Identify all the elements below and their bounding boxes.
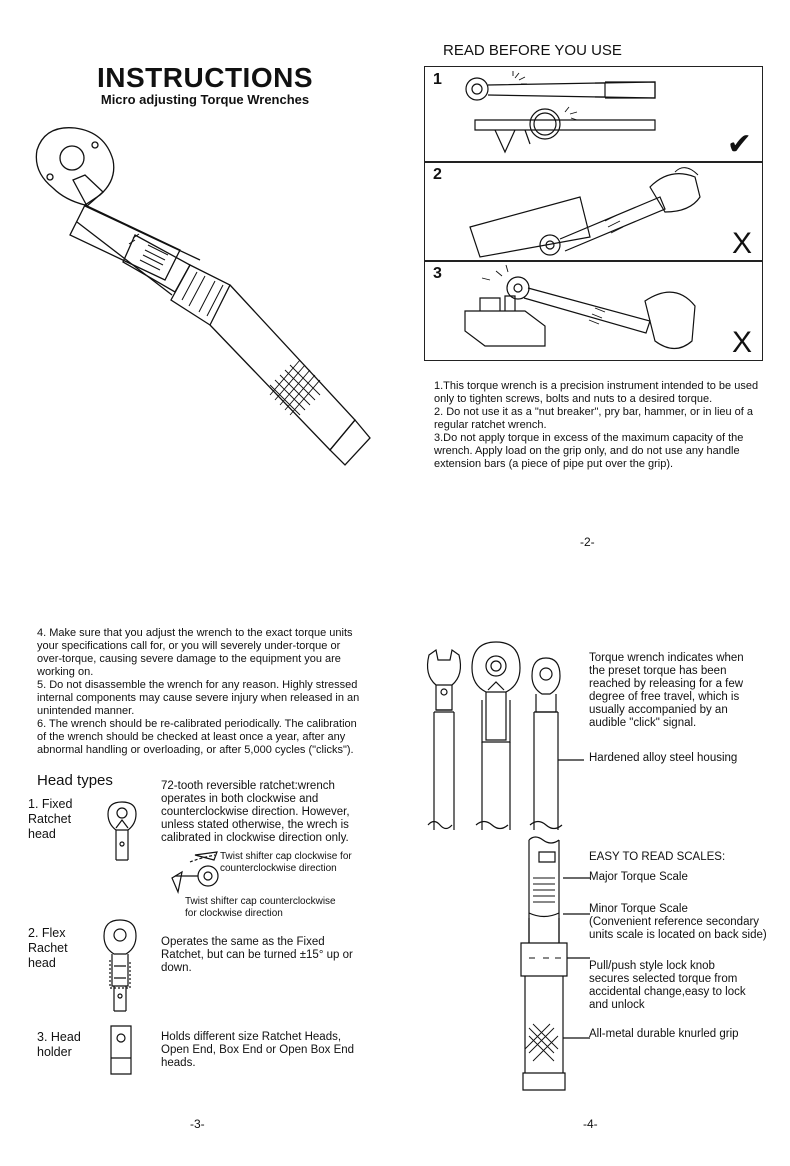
easy-scales-heading: EASY TO READ SCALES:	[589, 851, 726, 863]
head-holder-icon	[108, 1024, 134, 1076]
head-type-description: 72-tooth reversible ratchet:wrench opera…	[161, 780, 350, 844]
warning-panel-3: 3 X	[424, 260, 763, 361]
housing-callout: Hardened alloy steel housing	[589, 752, 738, 764]
warning-panel-2: 2 X	[424, 161, 763, 262]
major-scale-callout: Major Torque Scale	[589, 871, 688, 883]
shifter-cap-icon	[170, 850, 225, 900]
read-before-heading: READ BEFORE YOU USE	[443, 42, 622, 59]
head-type-description: Operates the same as the Fixed Ratchet, …	[161, 936, 353, 974]
torque-wrench-scale-icon	[515, 838, 595, 1098]
wrench-misuse-pry-icon	[460, 167, 710, 259]
panel-number: 1	[433, 71, 442, 88]
panel-number: 3	[433, 265, 442, 282]
cross-icon: X	[731, 326, 752, 359]
page-subtitle: Micro adjusting Torque Wrenches	[100, 92, 310, 107]
panel-number: 2	[433, 166, 442, 183]
warning-panel-1: 1 ✔	[424, 66, 763, 163]
wrench-and-caliper-icon	[455, 72, 690, 160]
wrench-overload-icon	[460, 266, 710, 358]
head-type-description: Holds different size Ratchet Heads, Open…	[161, 1031, 355, 1069]
fixed-ratchet-head-icon	[104, 800, 140, 862]
page-title: INSTRUCTIONS	[97, 62, 313, 93]
click-signal-note: Torque wrench indicates when the preset …	[589, 652, 744, 729]
flex-ratchet-head-icon	[100, 918, 140, 1013]
page-number: -4-	[583, 1117, 598, 1131]
head-types-heading: Head types	[37, 772, 113, 789]
twist-clockwise-note: Twist shifter cap clockwise for counterc…	[220, 851, 352, 874]
grip-callout: All-metal durable knurled grip	[589, 1028, 739, 1040]
checkmark-icon: ✔	[726, 128, 752, 161]
head-type-name: 1. Fixed Ratchet head	[28, 797, 73, 841]
safety-rules-1-3: 1.This torque wrench is a precision inst…	[434, 380, 759, 470]
cross-icon: X	[731, 227, 752, 260]
minor-scale-callout: Minor Torque Scale (Convenient reference…	[589, 903, 767, 941]
head-type-name: 2. Flex Rachet head	[28, 926, 68, 970]
safety-rules-4-6: 4. Make sure that you adjust the wrench …	[37, 627, 360, 756]
page-number: -2-	[580, 535, 595, 549]
twist-counterclockwise-note: Twist shifter cap counterclockwise for c…	[185, 896, 336, 919]
head-type-name: 3. Head holder	[37, 1030, 81, 1059]
lock-knob-callout: Pull/push style lock knob secures select…	[589, 960, 746, 1011]
page-number: -3-	[190, 1117, 205, 1131]
wrench-heads-comparison-icon	[424, 640, 594, 840]
torque-wrench-illustration	[25, 120, 385, 490]
